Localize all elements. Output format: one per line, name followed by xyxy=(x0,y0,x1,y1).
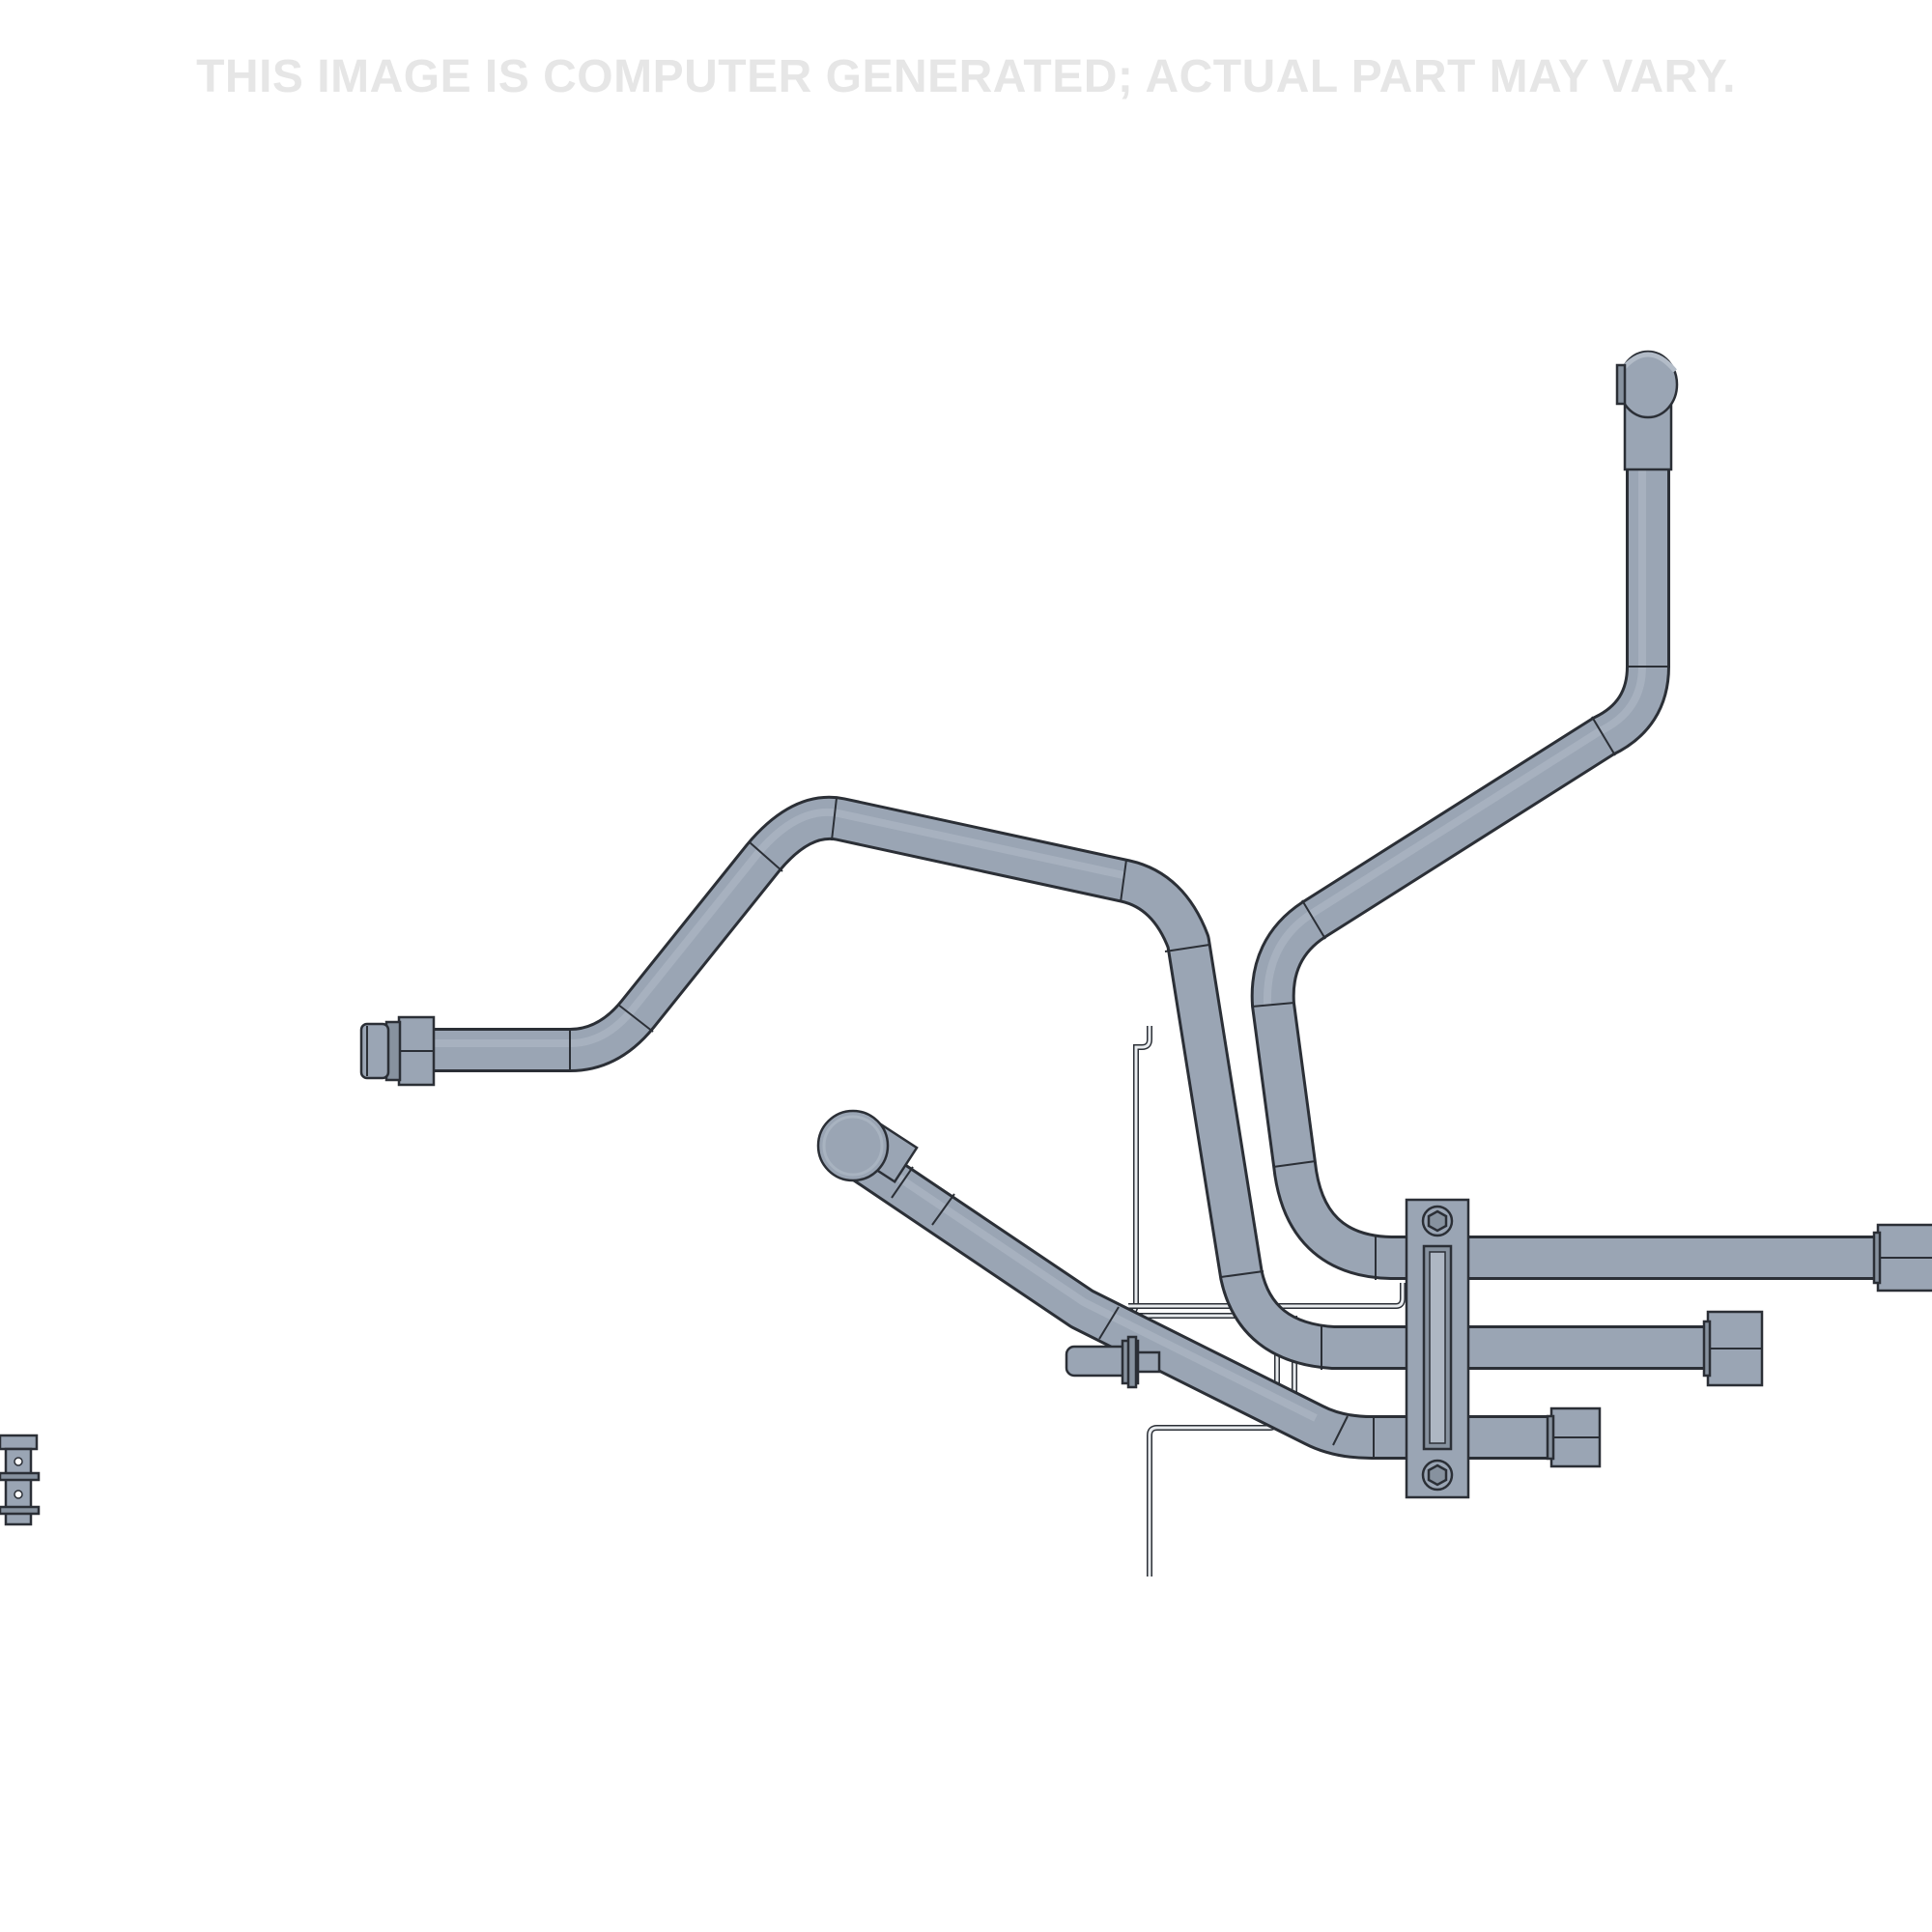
clamp-block xyxy=(1405,1198,1470,1499)
left-tube xyxy=(425,795,1719,1370)
round-end-fitting xyxy=(816,1109,919,1184)
loose-stud-fastener xyxy=(0,1434,41,1526)
disclaimer-watermark: THIS IMAGE IS COMPUTER GENERATED; ACTUAL… xyxy=(196,51,1736,102)
bolt xyxy=(1065,1335,1161,1389)
upper-right-tube xyxy=(1250,386,1884,1280)
banjo-end-top xyxy=(1615,350,1679,471)
left-tube-fitting xyxy=(359,1015,436,1087)
lower-tube xyxy=(830,1128,1565,1460)
fitting-nut-top xyxy=(1872,1223,1932,1293)
fitting-nut-bottom xyxy=(1546,1406,1602,1468)
fitting-nut-middle xyxy=(1702,1310,1764,1387)
